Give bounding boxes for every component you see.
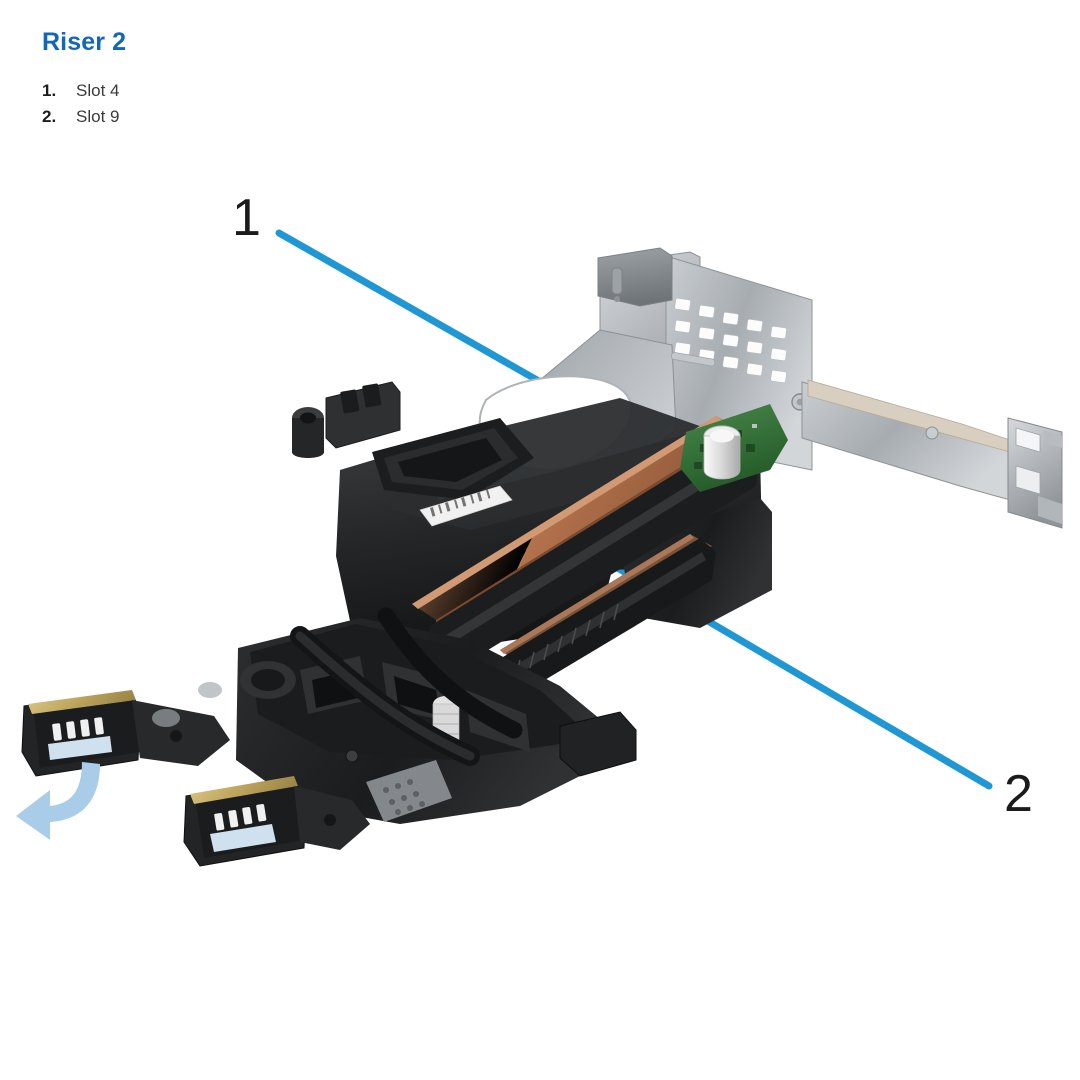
white-barcode-label (419, 485, 513, 527)
callout-number-1: 1 (232, 189, 261, 247)
edge-connector-upper (21, 690, 230, 777)
black-roller (240, 661, 296, 699)
pcie-slot-upper (412, 416, 760, 672)
metal-standoff (152, 682, 222, 727)
page-title: Riser 2 (42, 28, 127, 56)
list-item: 2. Slot 9 (42, 104, 119, 130)
perforated-panel (366, 760, 452, 822)
list-item-number: 1. (42, 81, 57, 100)
filler-bracket-right (801, 379, 1063, 529)
list-item-label: Slot 9 (76, 107, 120, 126)
list-item-number: 2. (42, 107, 57, 126)
pull-tab-arrow (16, 762, 100, 840)
cable-routing-frame (236, 607, 637, 824)
slot-legend-list: 1. Slot 4 2. Slot 9 (42, 78, 119, 130)
list-item-label: Slot 4 (76, 81, 120, 100)
list-item: 1. Slot 4 (42, 78, 119, 104)
electrolytic-capacitor (703, 425, 741, 480)
callout-number-2: 2 (1004, 765, 1033, 823)
guide-post (292, 407, 324, 458)
edge-connector-lower (183, 776, 370, 867)
